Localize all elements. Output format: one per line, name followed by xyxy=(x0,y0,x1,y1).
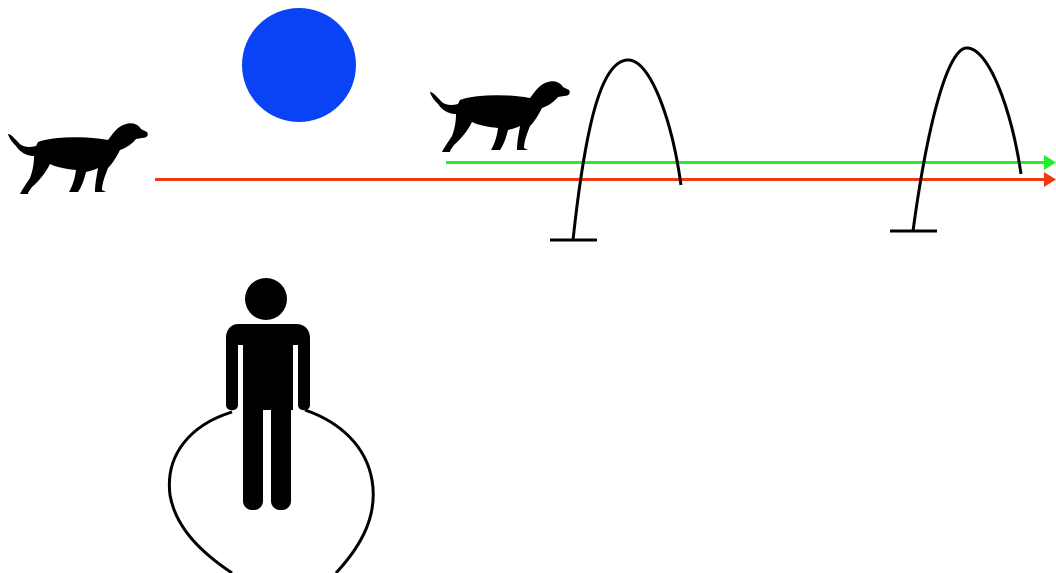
hoop-1 xyxy=(550,58,683,242)
person-left-leg xyxy=(243,400,263,510)
hoop-icon xyxy=(571,58,683,241)
hoop-2 xyxy=(890,46,1023,233)
hoop-icon xyxy=(911,46,1023,232)
red-arrowhead xyxy=(1044,172,1056,187)
person-icon xyxy=(226,278,310,510)
person-head xyxy=(245,278,287,320)
dog-icon xyxy=(8,123,148,194)
green-arrowhead xyxy=(1044,155,1056,170)
dog-icon xyxy=(430,81,570,152)
green-path-arrow xyxy=(446,155,1056,170)
person-right-leg xyxy=(271,400,291,510)
jump-rope-icon xyxy=(167,408,375,573)
red-path-arrow xyxy=(155,172,1056,187)
person-body xyxy=(226,324,310,411)
ball-icon xyxy=(242,8,356,122)
